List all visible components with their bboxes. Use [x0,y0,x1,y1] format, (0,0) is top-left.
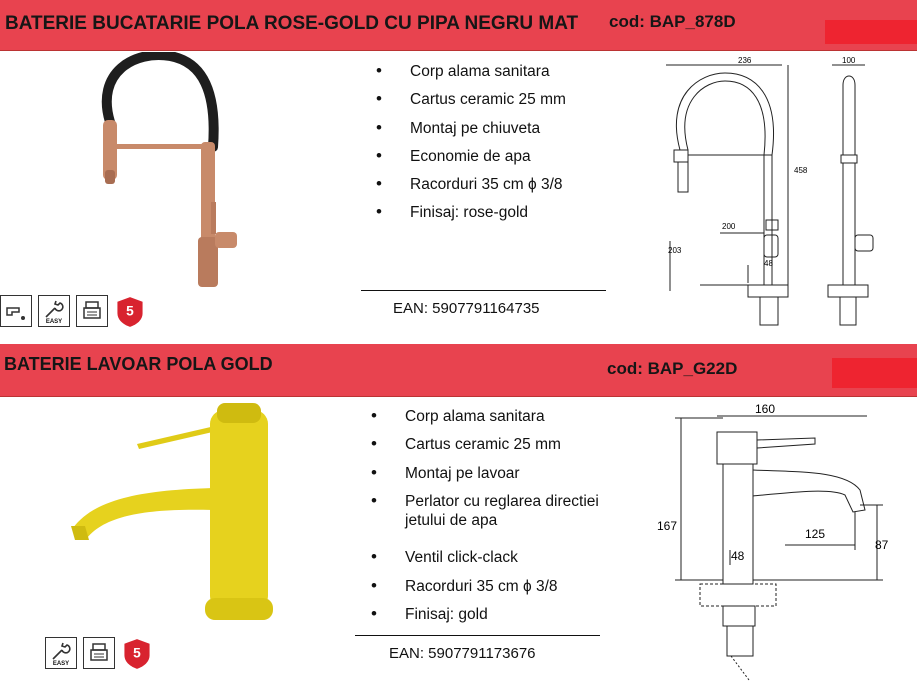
product-2-features: Corp alama sanitara Cartus ceramic 25 mm… [371,406,605,633]
product-1-photo [101,52,237,287]
product-1-redacted-box [825,20,917,44]
product-1-code: cod: BAP_878D [609,12,736,31]
product-1-divider [361,290,606,291]
easy-install-icon: EASY [45,637,77,669]
easy-caption: EASY [52,661,70,667]
easy-install-icon: EASY [38,295,70,327]
product-2-ean: EAN: 5907791173676 [389,645,536,662]
feature-item: Perlator cu reglarea directiei jetului d… [371,491,605,549]
product-1-ean: EAN: 5907791164735 [393,300,540,317]
dim-reach: 125 [805,527,825,541]
product-1-header: BATERIE BUCATARIE POLA ROSE-GOLD CU PIPA… [0,0,917,51]
product-2-divider [355,635,600,636]
dim-base: 48 [764,259,773,268]
dim-handle: 203 [668,246,682,255]
feature-item: Montaj pe lavoar [371,463,605,492]
dim-depth: 100 [842,56,856,65]
feature-item: Finisaj: gold [371,604,605,633]
product-1-technical-drawing: 236 100 458 200 203 48 [666,56,874,326]
dim-spout: 87 [875,538,889,552]
product-2-header: BATERIE LAVOAR POLA GOLD cod: BAP_G22D [0,344,917,397]
feature-item: Cartus ceramic 25 mm [376,89,566,118]
product-1-icons: EASY 5 [0,295,146,329]
dim-reach: 200 [722,222,736,231]
feature-item: Cartus ceramic 25 mm [371,434,605,463]
dim-height: 167 [657,519,677,533]
product-2-technical-drawing: 160 167 125 87 48 [657,402,889,681]
feature-item: Corp alama sanitara [376,61,566,90]
warranty-number: 5 [126,303,134,318]
product-2-title: BATERIE LAVOAR POLA GOLD [4,354,273,374]
product-2-redacted-box [832,358,917,388]
product-1-features: Corp alama sanitara Cartus ceramic 25 mm… [376,61,566,232]
warranty-number: 5 [133,645,141,660]
easy-caption: EASY [45,319,63,325]
product-2-photo [71,403,273,620]
feature-item: Racorduri 35 cm ϕ 3/8 [371,576,605,605]
feature-item: Corp alama sanitara [371,406,605,435]
feature-item: Economie de apa [376,146,566,175]
faucet-icon [0,295,32,327]
dim-width: 160 [755,402,775,416]
dim-height: 458 [794,166,808,175]
dim-width: 236 [738,56,752,65]
feature-item: Finisaj: rose-gold [376,202,566,231]
feature-item: Ventil click-clack [371,547,605,576]
cartridge-icon [83,637,115,669]
product-2-code: cod: BAP_G22D [607,359,738,378]
warranty-5-years-icon: 5 [114,295,146,329]
feature-item: Racorduri 35 cm ϕ 3/8 [376,174,566,203]
cartridge-icon [76,295,108,327]
warranty-5-years-icon: 5 [121,637,153,671]
product-2-icons: EASY 5 [45,637,153,671]
product-1-title: BATERIE BUCATARIE POLA ROSE-GOLD CU PIPA… [5,13,579,34]
dim-base: 48 [731,549,745,563]
feature-item: Montaj pe chiuveta [376,118,566,147]
